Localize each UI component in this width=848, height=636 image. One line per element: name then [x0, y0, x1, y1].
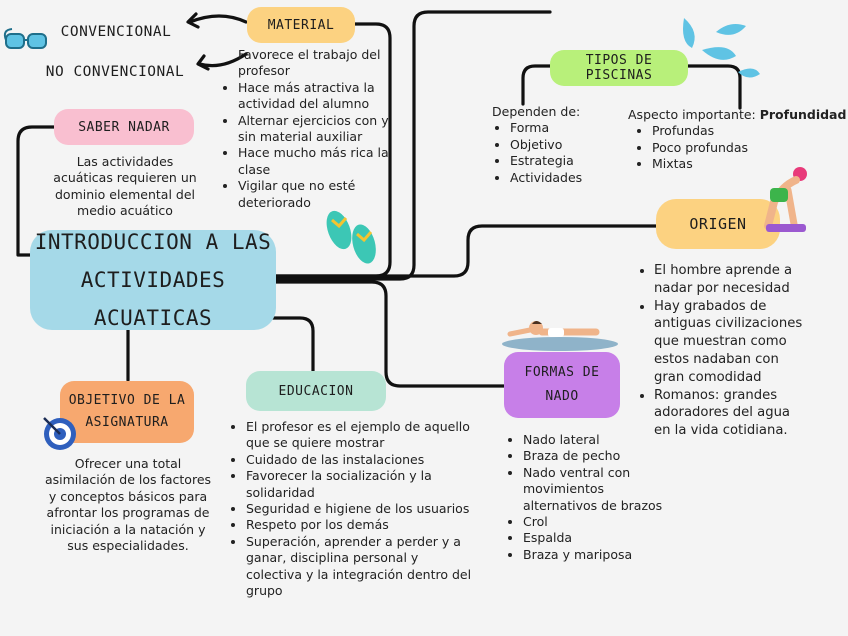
formas-item: Espalda [523, 530, 675, 546]
origen-list: El hombre aprende a nadar por necesidad … [636, 262, 804, 440]
origen-item: Romanos: grandes adoradores del agua en … [654, 387, 804, 440]
educacion-list: El profesor es el ejemplo de aquello que… [228, 419, 476, 599]
tipos-depend-item: Actividades [510, 170, 612, 186]
tipos-aspect-item: Profundas [652, 123, 846, 139]
water-drops-icon [672, 12, 762, 92]
educacion-item: Respeto por los demás [246, 517, 476, 533]
formas-list: Nado lateral Braza de pecho Nado ventral… [505, 432, 675, 563]
target-icon [40, 414, 80, 454]
convencional-label: CONVENCIONAL [52, 20, 180, 44]
educacion-item: Cuidado de las instalaciones [246, 452, 476, 468]
material-list: Favorece el trabajo del profesor Hace má… [220, 47, 392, 211]
formas-item: Crol [523, 514, 675, 530]
origen-label: ORIGEN [689, 215, 746, 233]
swimmer-icon [500, 316, 620, 352]
formas-item: Nado ventral con movimientos alternativo… [523, 465, 675, 514]
educacion-item: Superación, aprender a perder y a ganar,… [246, 534, 476, 600]
main-title: INTRODUCCION A LAS ACTIVIDADES ACUATICAS [30, 223, 276, 337]
formas-item: Braza de pecho [523, 448, 675, 464]
tipos-aspect-bold: Profundidad [760, 107, 847, 122]
formas-node: FORMAS DE NADO [504, 352, 620, 418]
material-item: Alternar ejercicios con y sin material a… [238, 113, 392, 146]
material-item-first: Favorece el trabajo del profesor [220, 47, 392, 80]
main-topic: INTRODUCCION A LAS ACTIVIDADES ACUATICAS [30, 230, 276, 330]
origen-item: El hombre aprende a nadar por necesidad [654, 262, 804, 298]
formas-label: FORMAS DE NADO [522, 361, 602, 409]
formas-item: Nado lateral [523, 432, 675, 448]
tipos-depend-item: Objetivo [510, 137, 612, 153]
educacion-label: EDUCACION [279, 384, 354, 399]
saber-nadar-label: SABER NADAR [78, 120, 170, 135]
connector-tipos-left [523, 66, 552, 104]
material-item: Hace mucho más rica la clase [238, 145, 392, 178]
tipos-depend-title: Dependen de: [492, 104, 612, 120]
material-label: MATERIAL [268, 18, 335, 33]
material-item: Hace más atractiva la actividad del alum… [238, 80, 392, 113]
saber-nadar-node: SABER NADAR [54, 109, 194, 145]
tipos-label: TIPOS DE PISCINAS [550, 53, 688, 83]
educacion-node: EDUCACION [246, 371, 386, 411]
tipos-node: TIPOS DE PISCINAS [550, 50, 688, 86]
flip-flops-icon [322, 206, 382, 268]
goggles-icon [2, 26, 50, 56]
objetivo-node: OBJETIVO DE LA ASIGNATURA [60, 381, 194, 443]
tipos-depend: Dependen de: Forma Objetivo Estrategia A… [492, 104, 612, 186]
tipos-aspect-item: Mixtas [652, 156, 846, 172]
tipos-depend-item: Estrategia [510, 153, 612, 169]
arrow-convencional [190, 16, 246, 22]
objetivo-text: Ofrecer una total asimilación de los fac… [44, 456, 212, 554]
tipos-depend-item: Forma [510, 120, 612, 136]
educacion-item: Favorecer la socialización y la solidari… [246, 468, 476, 501]
material-node: MATERIAL [247, 7, 355, 43]
origen-item: Hay grabados de antiguas civilizaciones … [654, 298, 804, 387]
formas-item: Braza y mariposa [523, 547, 675, 563]
objetivo-label: OBJETIVO DE LA ASIGNATURA [60, 390, 194, 434]
saber-nadar-text: Las actividades acuáticas requieren un d… [50, 154, 200, 220]
educacion-item: El profesor es el ejemplo de aquello que… [246, 419, 476, 452]
tipos-aspect-title: Aspecto importante: Profundidad [628, 107, 846, 123]
diver-icon [760, 160, 814, 236]
tipos-aspect-item: Poco profundas [652, 140, 846, 156]
no-convencional-label: NO CONVENCIONAL [36, 60, 194, 84]
educacion-item: Seguridad e higiene de los usuarios [246, 501, 476, 517]
